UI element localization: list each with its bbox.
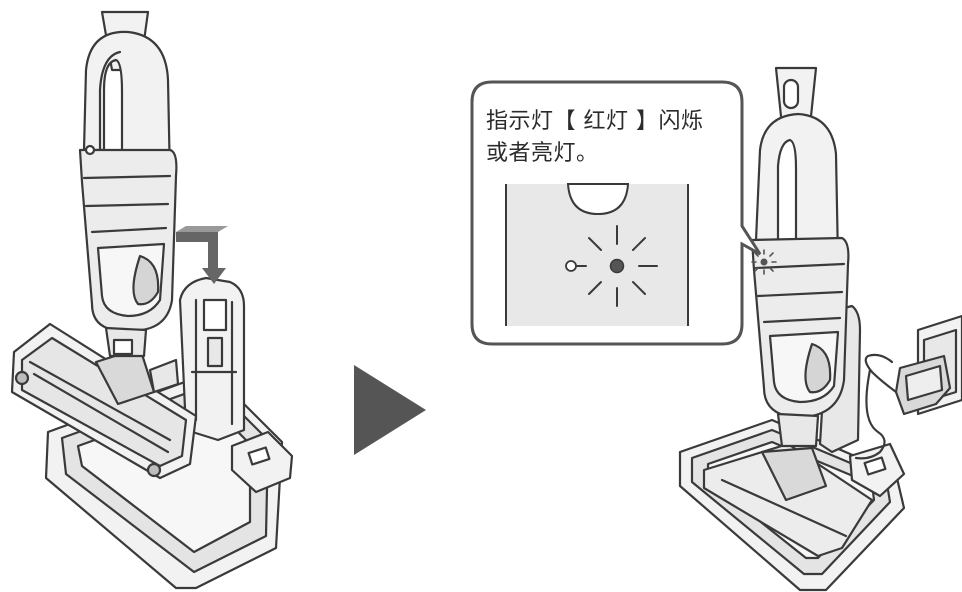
callout-text: 指示灯【 红灯 】闪烁 或者亮灯。	[486, 106, 736, 170]
step1-vacuum-placement	[12, 12, 292, 588]
step-arrow-icon	[354, 365, 426, 455]
step2-vacuum-body	[752, 68, 848, 446]
step1-vacuum-body	[80, 12, 176, 356]
indicator-closeup	[506, 184, 688, 326]
indicator-light-icon	[752, 250, 776, 274]
callout-line-1: 指示灯【 红灯 】闪烁	[486, 106, 736, 138]
callout-line-2: 或者亮灯。	[486, 138, 736, 170]
step1-insert-arrow	[176, 226, 228, 284]
step2-power-adapter	[856, 316, 962, 458]
